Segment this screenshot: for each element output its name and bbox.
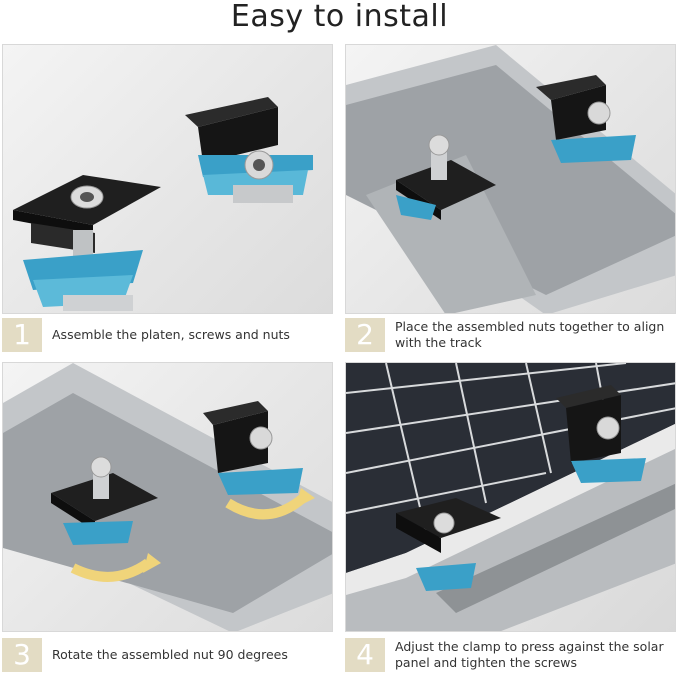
end-clamp-icon xyxy=(185,97,313,203)
mid-clamp-icon xyxy=(51,456,158,545)
mid-clamp-icon xyxy=(396,134,496,220)
step-number-badge: 2 xyxy=(345,318,385,352)
step-number-badge: 4 xyxy=(345,638,385,672)
mid-clamp-icon xyxy=(13,175,161,311)
mid-clamp-icon xyxy=(396,498,501,591)
end-clamp-icon xyxy=(536,75,636,163)
end-clamp-icon xyxy=(556,385,646,483)
step-number-badge: 1 xyxy=(2,318,42,352)
end-clamp-icon xyxy=(203,401,303,495)
rail-icon xyxy=(346,45,675,313)
step-text: Rotate the assembled nut 90 degrees xyxy=(52,647,288,662)
step-4-image xyxy=(345,362,676,632)
rail-icon xyxy=(3,363,332,631)
step-2-image xyxy=(345,44,676,314)
step-text: Adjust the clamp to press against the so… xyxy=(395,639,664,670)
page-title: Easy to install xyxy=(230,0,449,34)
step-text: Assemble the platen, screws and nuts xyxy=(52,327,290,342)
step-number-badge: 3 xyxy=(2,638,42,672)
step-3-image xyxy=(2,362,333,632)
step-1-caption: 1 Assemble the platen, screws and nuts xyxy=(2,318,333,352)
step-4-caption: 4 Adjust the clamp to press against the … xyxy=(345,638,676,672)
step-2-caption: 2 Place the assembled nuts together to a… xyxy=(345,318,676,352)
step-1-image xyxy=(2,44,333,314)
step-3-caption: 3 Rotate the assembled nut 90 degrees xyxy=(2,638,333,672)
step-text: Place the assembled nuts together to ali… xyxy=(395,319,665,350)
rotate-arrow-icon xyxy=(70,488,315,582)
